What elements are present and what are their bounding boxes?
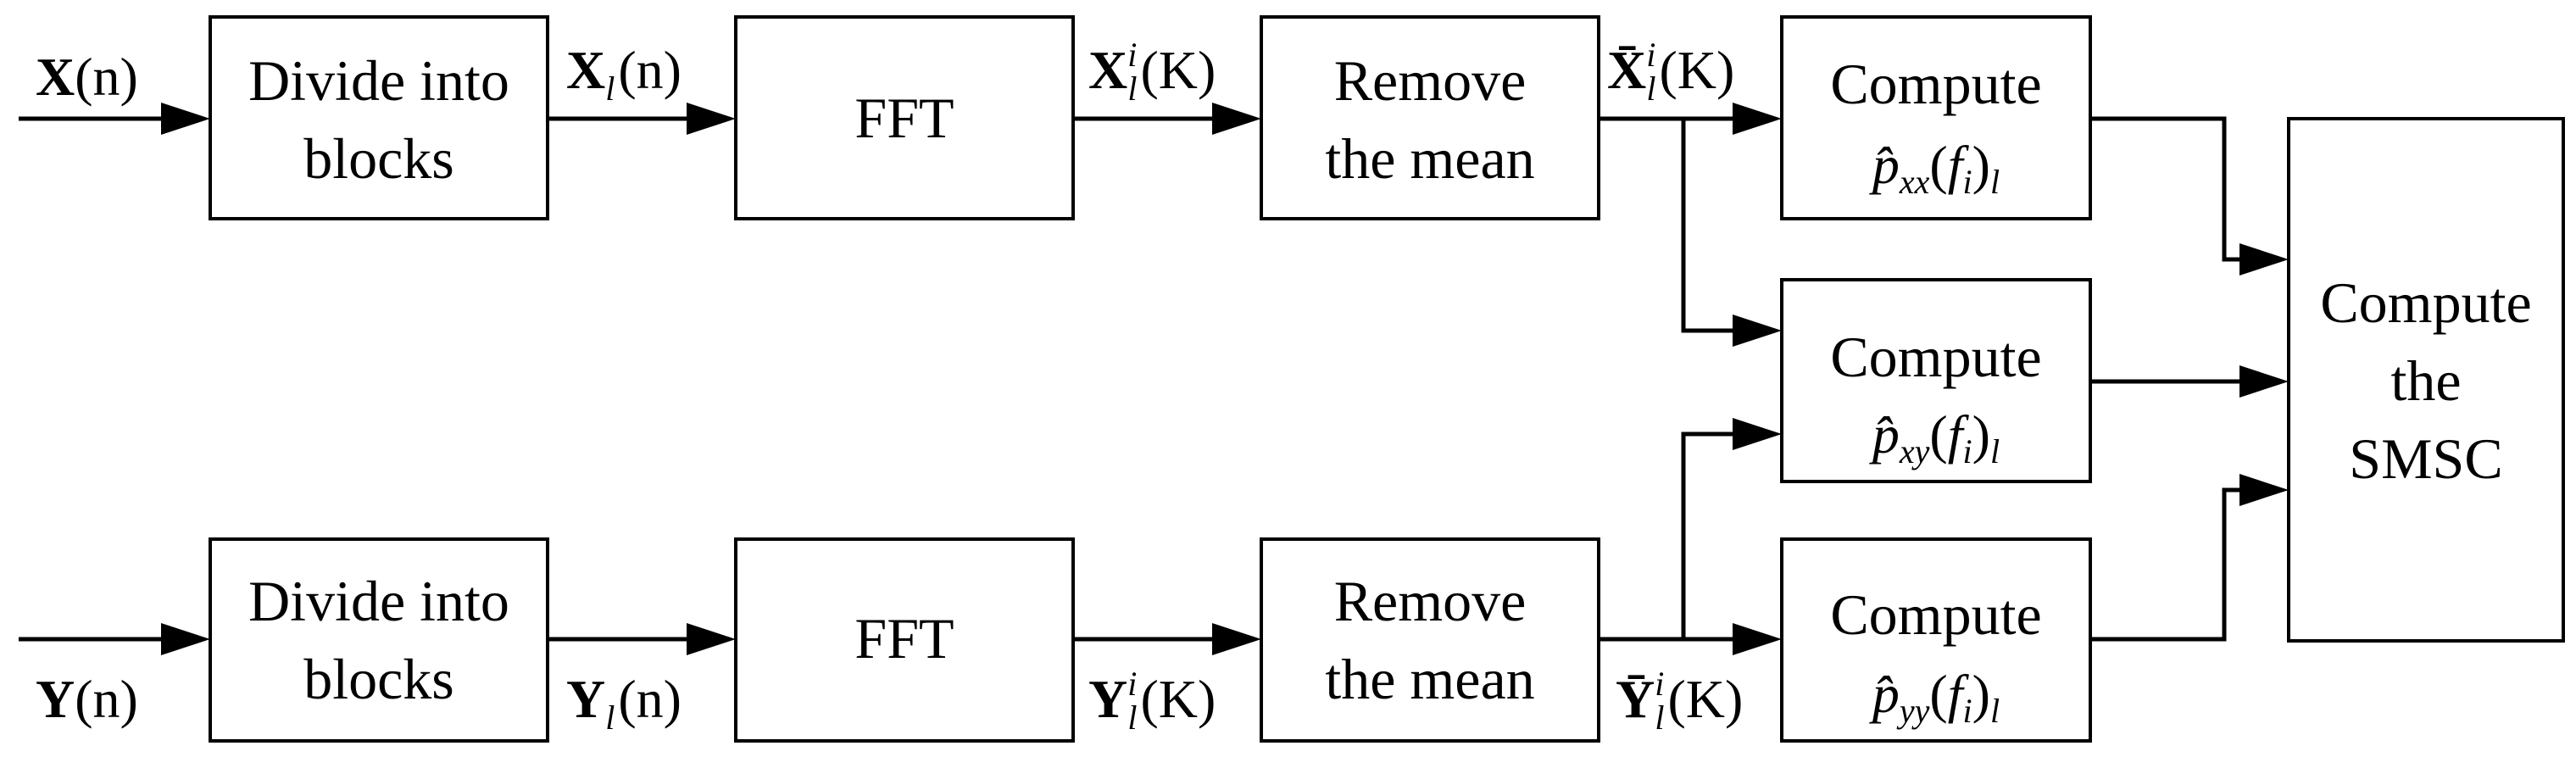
divide-y-line2: blocks (303, 647, 454, 711)
pxx-estimate: p̂xx(fi)l (1869, 135, 2000, 201)
divide-x-line2: blocks (303, 126, 454, 191)
y-input-arrow (19, 623, 210, 655)
pyy-estimate: p̂yy(fi)l (1869, 664, 2000, 730)
pxy-estimate: p̂xy(fi)l (1869, 404, 2000, 470)
fft-block-y: FFT (734, 537, 1075, 743)
remove-x-line1: Remove (1334, 48, 1527, 113)
x-input-arrow (19, 103, 210, 135)
divide-into-blocks-x: Divide into blocks (209, 15, 549, 220)
y-centered-to-pxy-arrow (1681, 418, 1782, 639)
compute-smsc-block: Compute the SMSC (2287, 117, 2565, 643)
compute-pyy-block: Compute p̂yy(fi)l (1780, 537, 2092, 743)
y-block-label: Yl(n) (566, 669, 682, 737)
x-centered-to-pxy-arrow (1681, 119, 1782, 347)
compute-pxy-block: Compute p̂xy(fi)l (1780, 278, 2092, 483)
remove-mean-block-x: Remove the mean (1260, 15, 1600, 220)
pxy-to-smsc-arrow (2090, 365, 2289, 398)
divide-into-blocks-y: Divide into blocks (209, 537, 549, 743)
pyy-to-smsc-arrow (2090, 474, 2289, 642)
remove-y-line1: Remove (1334, 569, 1527, 633)
smsc-line3: SMSC (2349, 426, 2502, 491)
compute-pxx-block: Compute p̂xx(fi)l (1780, 15, 2092, 220)
divide-y-line1: Divide into (248, 569, 509, 633)
pxx-to-smsc-arrow (2090, 116, 2289, 276)
remove-y-line2: the mean (1325, 647, 1534, 711)
y-input-label: Y(n) (36, 669, 138, 729)
remove-mean-block-y: Remove the mean (1260, 537, 1600, 743)
x-centered-to-pxx-arrow (1599, 103, 1782, 135)
x-block-arrow (548, 103, 736, 135)
smsc-line2: the (2390, 348, 2461, 413)
compute-pxy-label: Compute (1830, 325, 2041, 389)
compute-pyy-label: Compute (1830, 582, 2041, 647)
remove-x-line2: the mean (1325, 126, 1534, 191)
compute-pxx-label: Compute (1830, 52, 2041, 116)
smsc-line1: Compute (2320, 270, 2531, 335)
x-fft-arrow (1073, 103, 1261, 135)
y-fft-arrow (1073, 623, 1261, 655)
y-centered-to-pyy-arrow (1599, 623, 1782, 655)
fft-x-label: FFT (854, 86, 954, 150)
divide-x-line1: Divide into (248, 48, 509, 113)
fft-block-x: FFT (734, 15, 1075, 220)
x-input-label: X(n) (36, 47, 138, 107)
y-block-arrow (548, 623, 736, 655)
x-block-label: Xl(n) (566, 40, 682, 108)
fft-y-label: FFT (854, 606, 954, 671)
